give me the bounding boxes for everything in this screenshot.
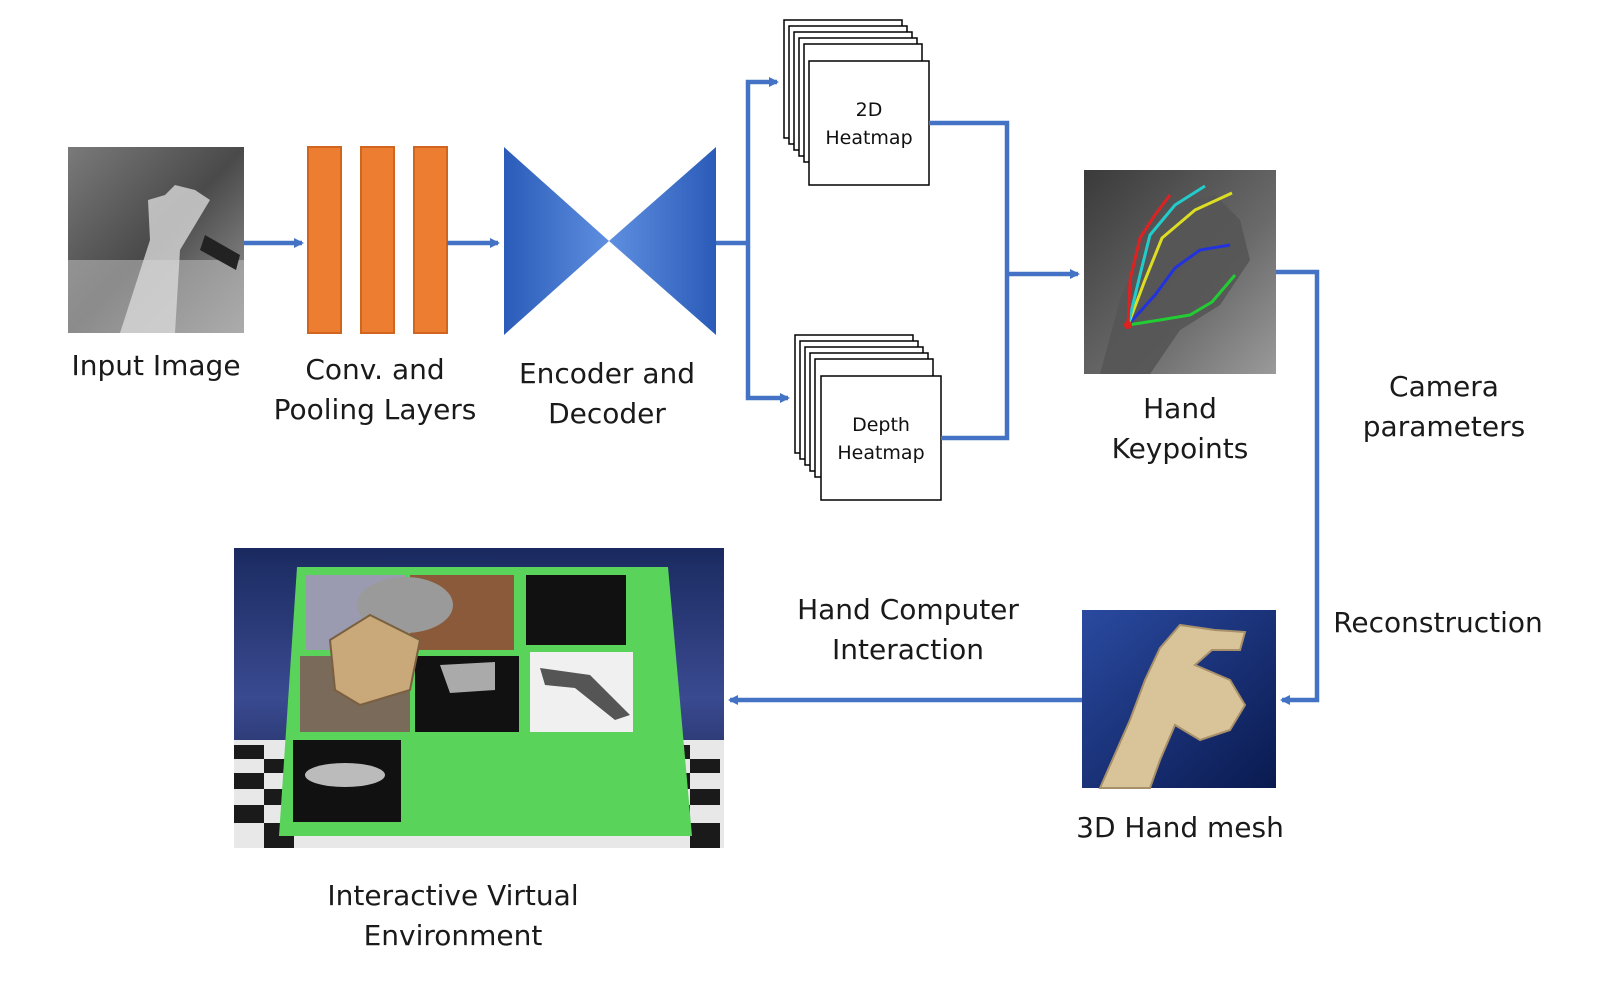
- svg-text:Environment: Environment: [364, 919, 543, 952]
- virtual-environment-image: [234, 548, 724, 848]
- svg-text:Hand Computer: Hand Computer: [797, 593, 1019, 626]
- input-image-label: Input Image: [71, 349, 240, 382]
- conv-pooling-label: Conv. and Pooling Layers: [274, 353, 477, 426]
- svg-text:Pooling Layers: Pooling Layers: [274, 393, 477, 426]
- hand-mesh-image: [1082, 610, 1276, 789]
- keypoint-finger: [1126, 191, 1233, 326]
- heatmap-depth-stack: Depth Heatmap: [794, 334, 942, 501]
- svg-text:Decoder: Decoder: [548, 397, 666, 430]
- keypoint-finger: [1127, 274, 1237, 327]
- hand-mesh-label: 3D Hand mesh: [1076, 811, 1284, 844]
- camera-parameters-label: Camera parameters: [1363, 370, 1525, 443]
- svg-text:Heatmap: Heatmap: [837, 442, 924, 464]
- hci-label: Hand Computer Interaction: [797, 593, 1019, 666]
- encoder-triangle: [504, 147, 609, 335]
- svg-text:Camera: Camera: [1389, 370, 1499, 403]
- keypoint-finger: [1126, 194, 1172, 326]
- arrow-to-2d-heatmap: [745, 77, 779, 243]
- heatmap-2d-stack: 2D Heatmap: [783, 19, 930, 186]
- encoder-decoder: [504, 147, 716, 335]
- svg-text:Depth: Depth: [852, 414, 910, 436]
- connectors: [244, 77, 1320, 705]
- hand-keypoints-label: Hand Keypoints: [1112, 392, 1249, 465]
- svg-text:2D: 2D: [856, 99, 883, 121]
- svg-text:Conv. and: Conv. and: [305, 353, 444, 386]
- svg-text:parameters: parameters: [1363, 410, 1525, 443]
- decoder-triangle: [609, 147, 716, 335]
- svg-text:Keypoints: Keypoints: [1112, 432, 1249, 465]
- conv-pooling-layers: [307, 146, 448, 334]
- input-image: [68, 147, 244, 333]
- arrow-to-depth-heatmap: [745, 243, 790, 403]
- svg-text:Reconstruction: Reconstruction: [1333, 606, 1543, 639]
- connector-depth-out: [941, 274, 1010, 441]
- svg-text:Interaction: Interaction: [832, 633, 984, 666]
- heatmap-depth-front: [820, 375, 942, 501]
- conv-bar: [307, 146, 342, 334]
- svg-text:3D Hand mesh: 3D Hand mesh: [1076, 811, 1284, 844]
- svg-text:Hand: Hand: [1143, 392, 1217, 425]
- svg-text:Heatmap: Heatmap: [825, 127, 912, 149]
- conv-bar: [360, 146, 395, 334]
- heatmap-2d-front: [808, 60, 930, 186]
- virtual-environment-label: Interactive Virtual Environment: [327, 879, 578, 952]
- connector-2d-out: [929, 120, 1010, 274]
- encoder-decoder-label: Encoder and Decoder: [519, 357, 695, 430]
- conv-bar: [413, 146, 448, 334]
- svg-text:Input Image: Input Image: [71, 349, 240, 382]
- svg-text:Interactive Virtual: Interactive Virtual: [327, 879, 578, 912]
- hand-keypoints-image: [1084, 170, 1276, 374]
- svg-text:Encoder and: Encoder and: [519, 357, 695, 390]
- arrow-keypoints-to-mesh: [1276, 269, 1320, 705]
- reconstruction-label: Reconstruction: [1333, 606, 1543, 639]
- keypoint-finger: [1126, 184, 1206, 326]
- keypoint-finger: [1126, 243, 1231, 327]
